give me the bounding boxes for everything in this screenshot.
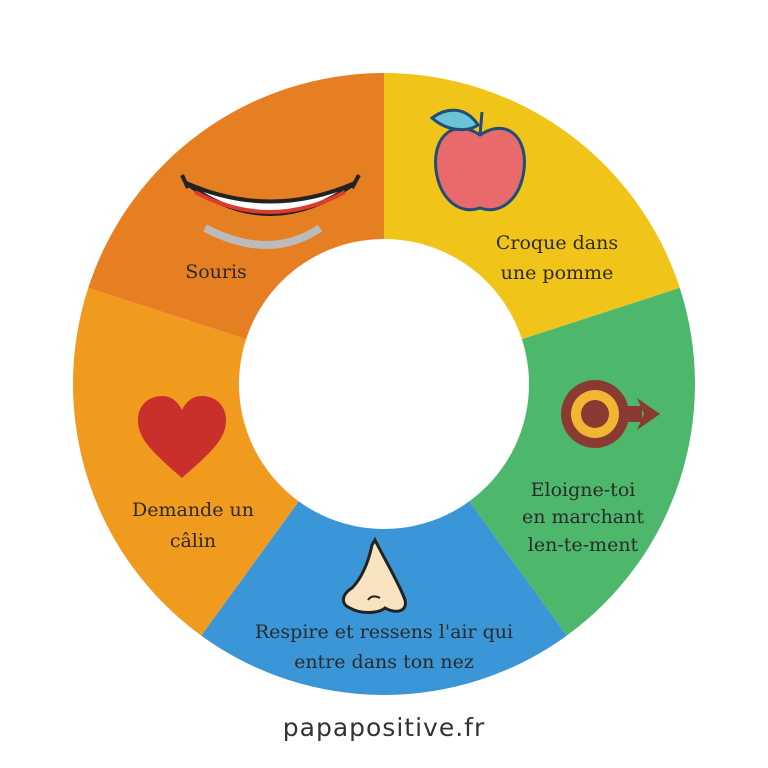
footer-site-name: papapositive.fr xyxy=(282,713,486,742)
segment-label-respire: entre dans ton nez xyxy=(294,651,474,673)
heart-icon xyxy=(138,396,226,478)
segment-label-eloigne: len-te-ment xyxy=(528,534,639,556)
apple-icon xyxy=(429,108,526,212)
segment-label-calin: Demande un xyxy=(132,499,254,521)
smile-icon xyxy=(180,174,361,249)
segment-label-respire: Respire et ressens l'air qui xyxy=(255,621,513,643)
segment-label-souris: Souris xyxy=(185,261,247,283)
segment-label-pomme: une pomme xyxy=(501,262,614,284)
segment-label-eloigne: en marchant xyxy=(522,506,644,528)
center-hole xyxy=(239,239,529,529)
nose-icon xyxy=(342,536,407,614)
segment-label-pomme: Croque dans xyxy=(496,232,618,254)
target-arrow-icon xyxy=(561,380,660,448)
segment-eloigne xyxy=(466,287,695,636)
segment-label-calin: câlin xyxy=(170,530,216,552)
segment-label-eloigne: Eloigne-toi xyxy=(531,479,636,501)
